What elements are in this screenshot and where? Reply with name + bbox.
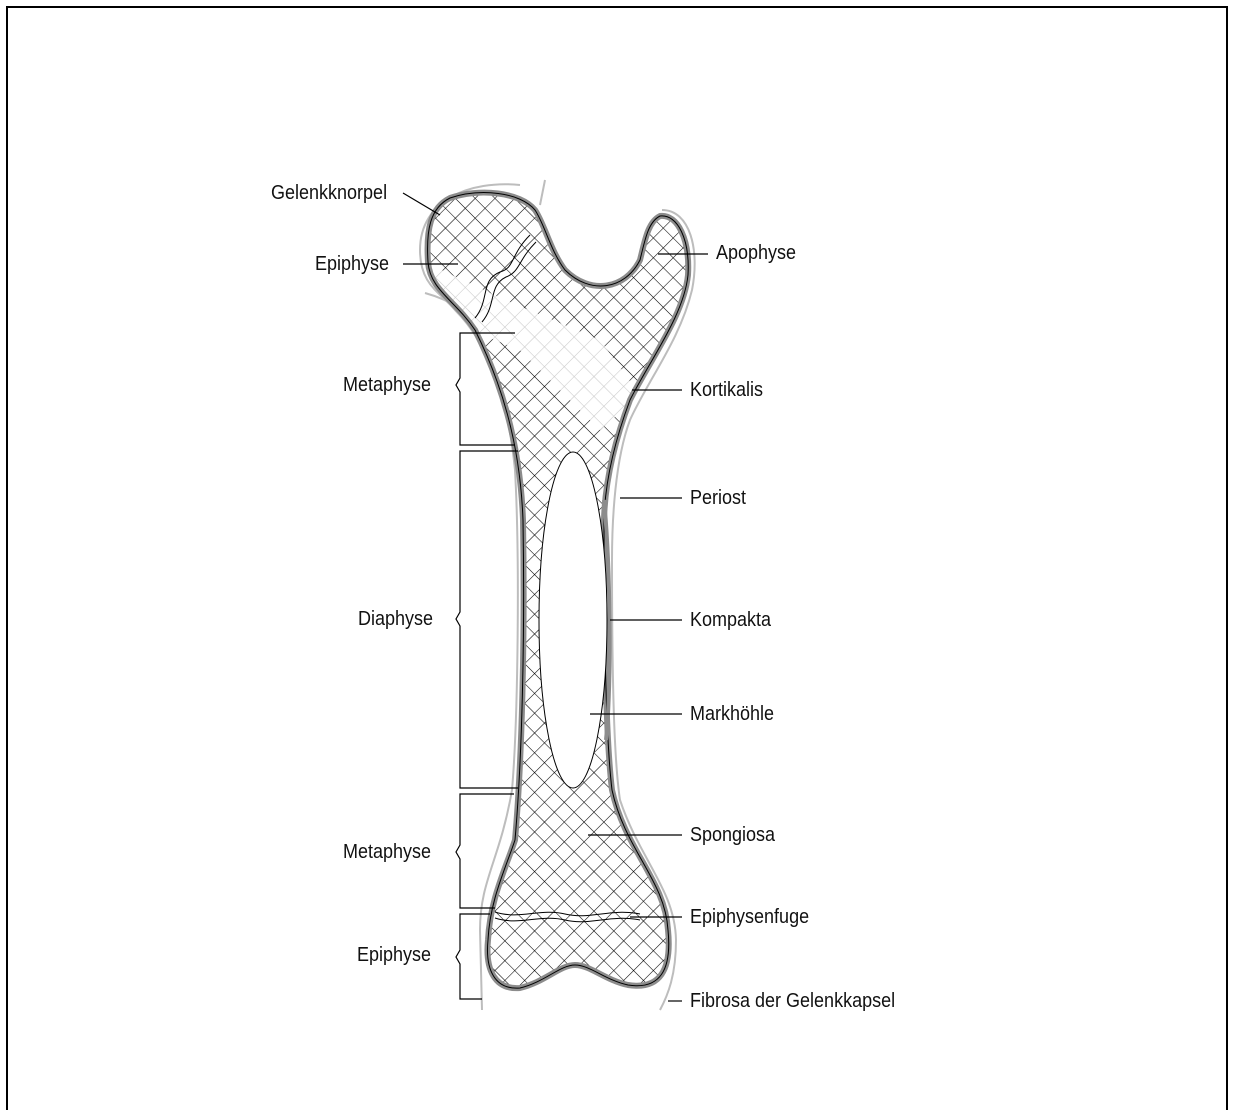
leader-gelenkknorpel xyxy=(403,193,440,215)
label-metaphyse-bottom: Metaphyse xyxy=(343,841,431,863)
label-kompakta: Kompakta xyxy=(690,609,771,631)
brace-diaphyse xyxy=(456,451,518,788)
label-periost: Periost xyxy=(690,487,746,509)
label-epiphyse-bottom: Epiphyse xyxy=(357,944,431,966)
marrow-cavity xyxy=(539,452,607,788)
label-gelenkknorpel: Gelenkknorpel xyxy=(271,182,387,204)
label-epiphyse-top: Epiphyse xyxy=(315,253,389,275)
label-spongiosa: Spongiosa xyxy=(690,824,775,846)
label-fibrosa: Fibrosa der Gelenkkapsel xyxy=(690,990,895,1012)
label-epiphysenfuge: Epiphysenfuge xyxy=(690,906,809,928)
label-apophyse: Apophyse xyxy=(716,242,796,264)
label-diaphyse: Diaphyse xyxy=(358,608,433,630)
label-markhoehle: Markhöhle xyxy=(690,703,774,725)
label-metaphyse-top: Metaphyse xyxy=(343,374,431,396)
label-kortikalis: Kortikalis xyxy=(690,379,763,401)
